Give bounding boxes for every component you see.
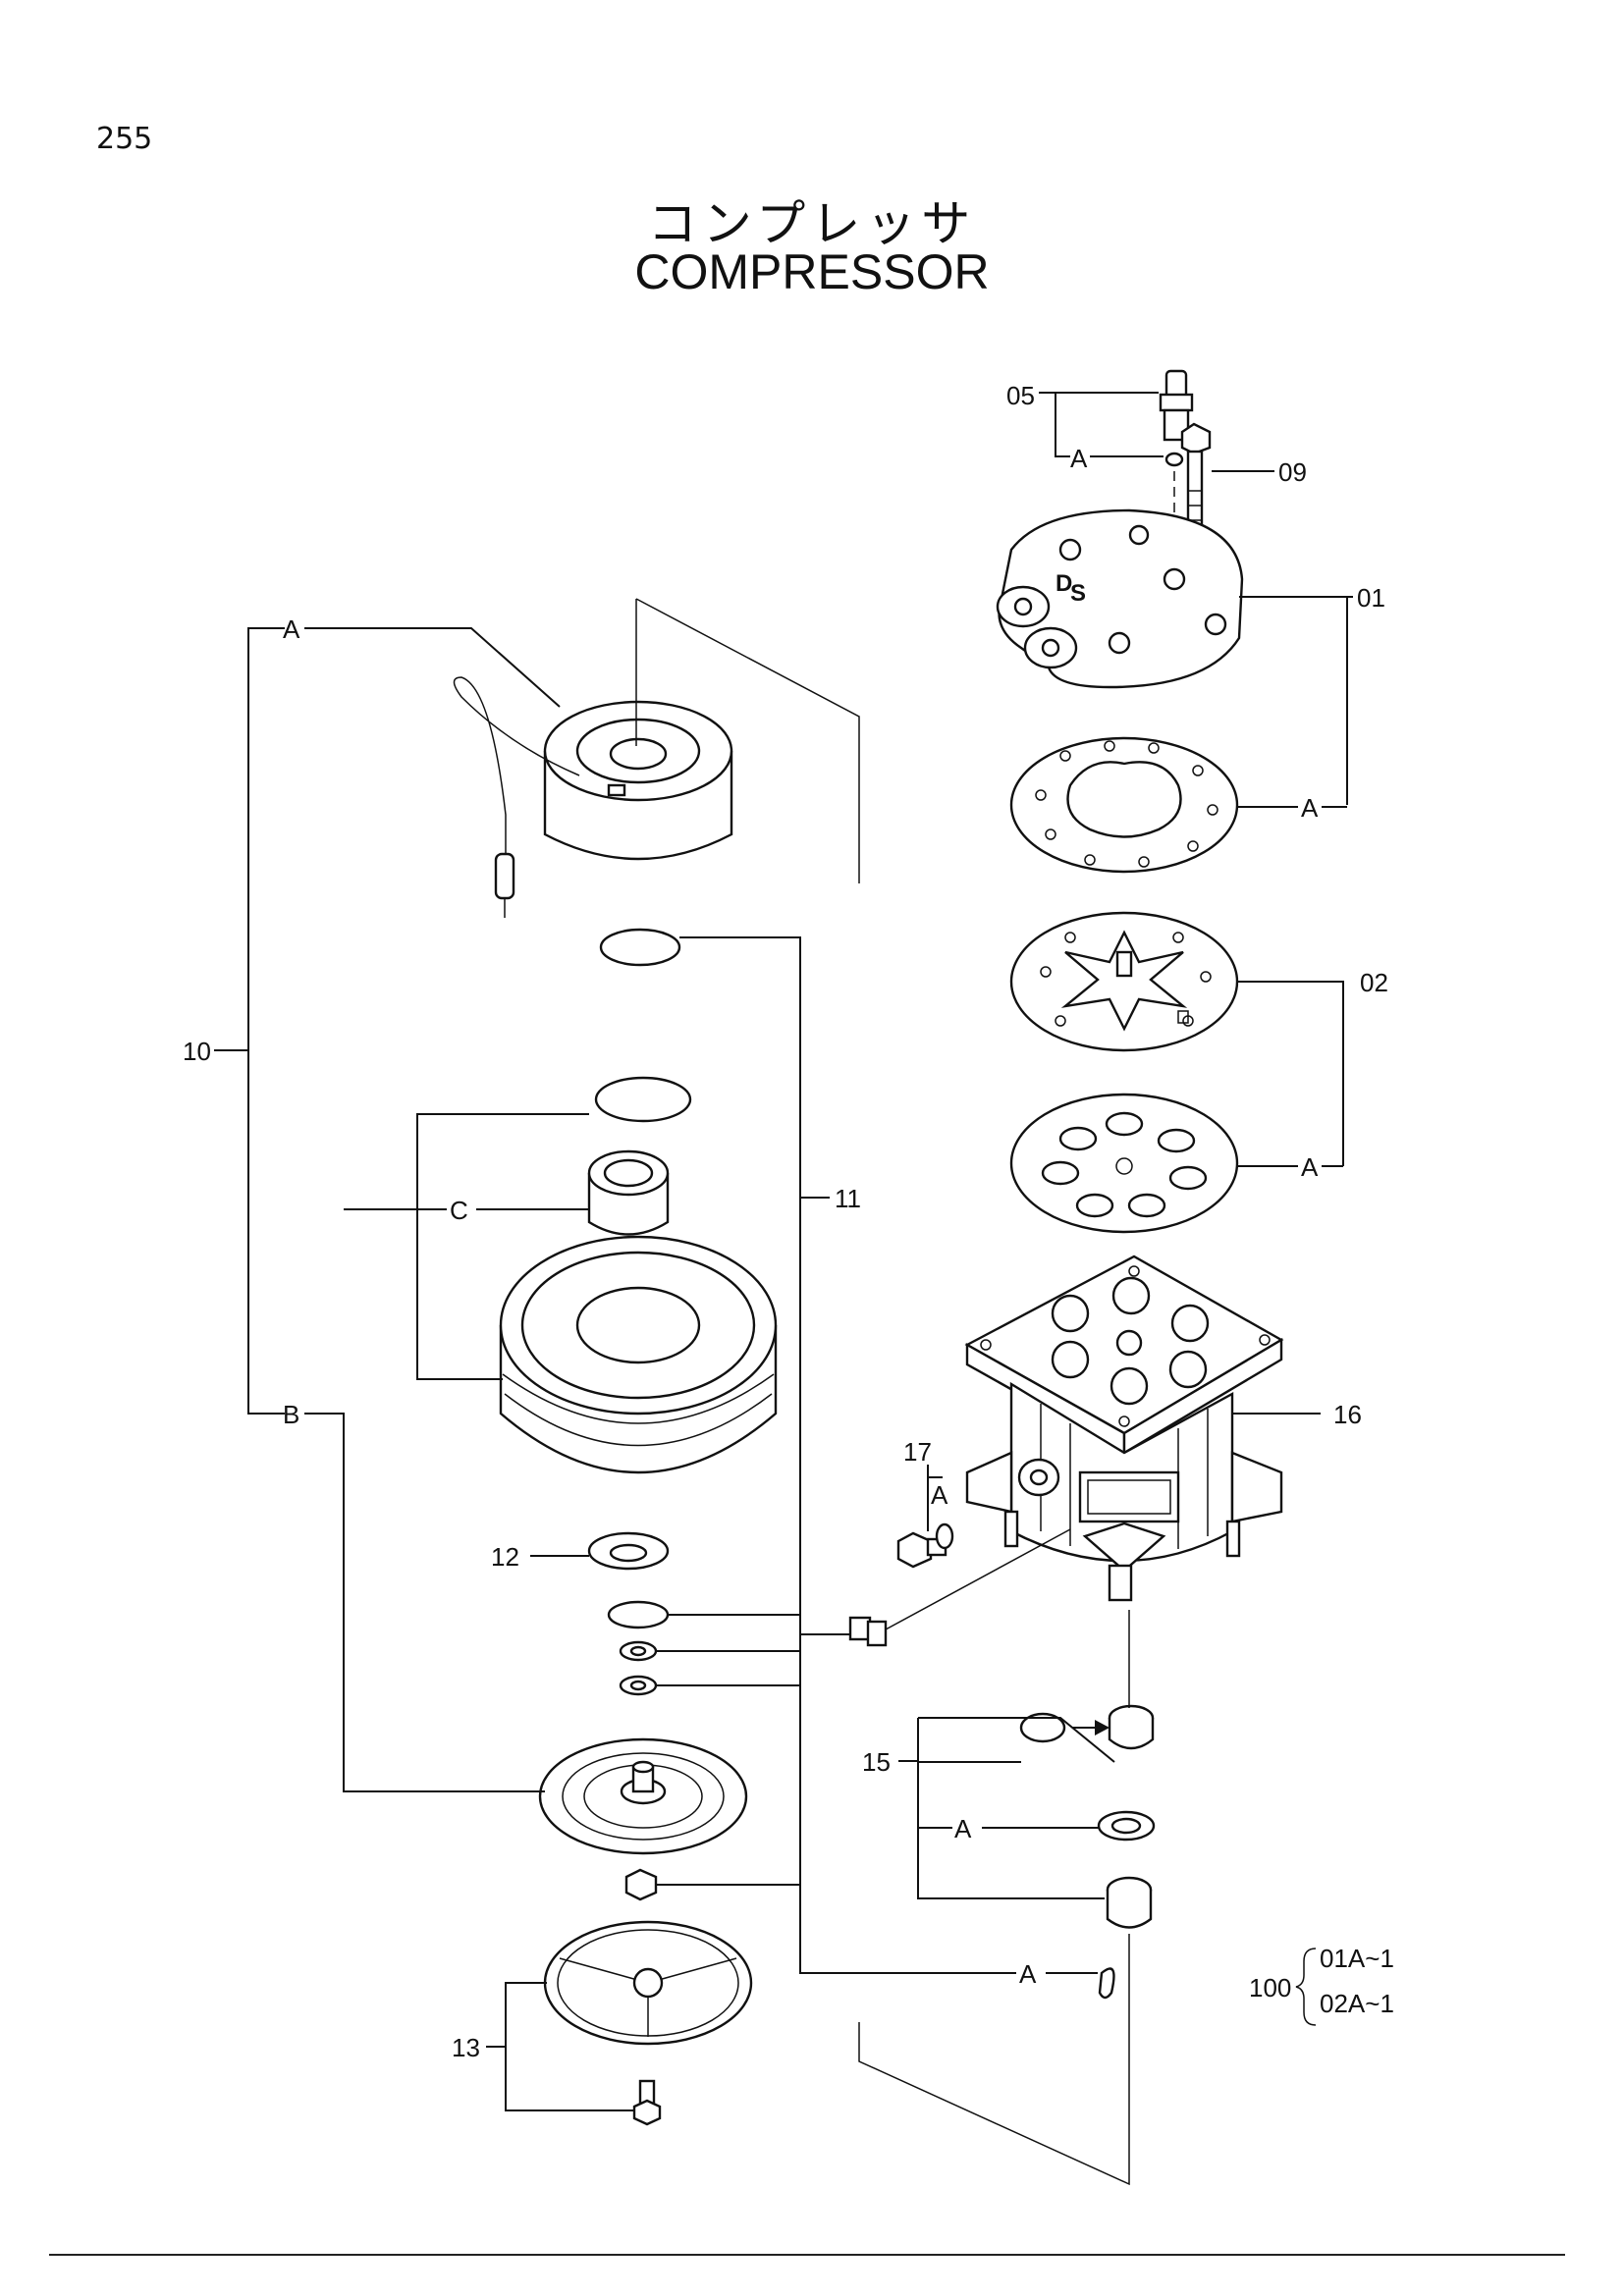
callout-10-b: B: [283, 1400, 299, 1429]
reed-plate-icon: [1009, 1093, 1239, 1234]
callout-05: 05: [1006, 381, 1035, 410]
callout-17: 17: [903, 1437, 932, 1467]
oil-plug-icon: [896, 1522, 954, 1569]
callout-16: 16: [1333, 1400, 1362, 1429]
page-number: 255: [96, 122, 153, 156]
footer-rule: [49, 2254, 1565, 2256]
callout-01-a: A: [1301, 793, 1319, 823]
clutch-cover-icon: [543, 1920, 753, 2046]
svg-text:D: D: [1056, 570, 1072, 597]
callout-10-c: C: [450, 1196, 468, 1225]
svg-text:S: S: [1070, 580, 1086, 607]
callout-13: 13: [452, 2033, 480, 2062]
shaft-snap-ring-icon: [607, 1600, 670, 1629]
callout-10-a: A: [283, 614, 300, 644]
callout-11-a: A: [1019, 1959, 1037, 1989]
compressor-body-icon: [964, 1255, 1284, 1602]
callout-10: 10: [183, 1037, 211, 1066]
bolt-09-icon: [1180, 422, 1212, 538]
applicability-line-1: 01A~1: [1320, 1944, 1394, 1973]
cover-bolt-icon: [632, 2079, 662, 2126]
callout-01: 01: [1357, 583, 1385, 613]
callout-05-a: A: [1070, 444, 1088, 473]
pulley-icon: [499, 1235, 778, 1474]
shaft-seal-icon: [1019, 1704, 1156, 2000]
callout-02: 02: [1360, 968, 1388, 997]
snap-ring-icon: [599, 928, 681, 967]
callout-12: 12: [491, 1542, 519, 1572]
page-title: COMPRESSOR: [634, 244, 990, 299]
callout-11: 11: [835, 1184, 861, 1213]
washer-icon: [619, 1640, 658, 1696]
callout-15: 15: [862, 1747, 891, 1777]
valve-plate-icon: [1009, 911, 1239, 1052]
gasket-icon: [1009, 736, 1239, 874]
cylinder-head-icon: S D: [996, 508, 1244, 689]
callout-02-a: A: [1301, 1152, 1319, 1182]
armature-plate-icon: [538, 1737, 748, 1855]
page-title-japanese: コンプレッサ: [647, 195, 977, 252]
electrical-connector-icon: [848, 1528, 1071, 1647]
nut-icon: [624, 1868, 658, 1901]
applicability-line-2: 02A~1: [1320, 1989, 1394, 2018]
fitting-05-icon: [1159, 369, 1194, 467]
clutch-coil-icon: [453, 676, 733, 918]
applicability-prefix: 100: [1249, 1973, 1291, 2002]
bearing-snap-ring-icon: [594, 1076, 692, 1123]
callout-09: 09: [1278, 457, 1307, 487]
bearing-icon: [587, 1149, 670, 1236]
callout-15-a: A: [954, 1814, 972, 1843]
callout-17-a: A: [931, 1480, 948, 1510]
shim-icon: [587, 1531, 670, 1571]
